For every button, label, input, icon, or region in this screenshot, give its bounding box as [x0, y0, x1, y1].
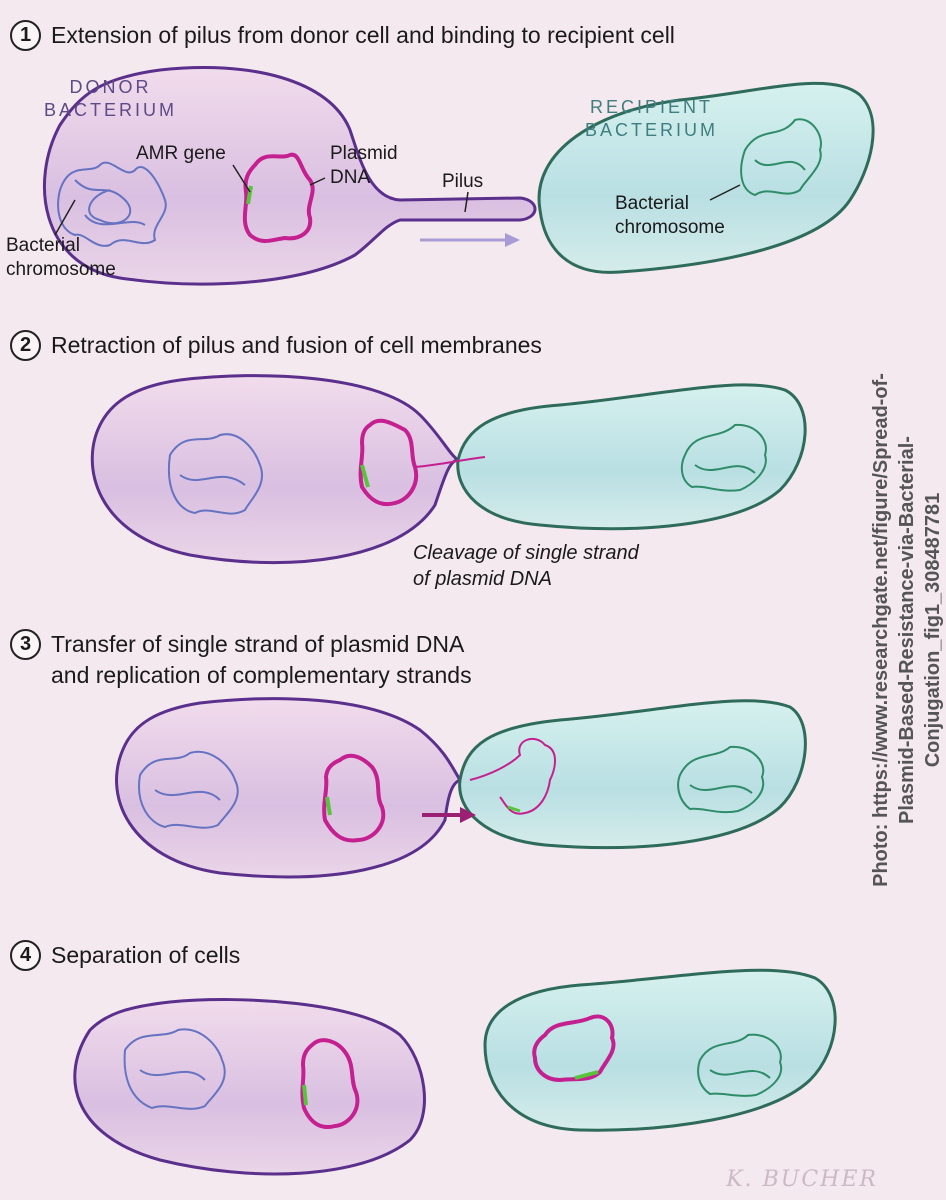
plasmid-1: [242, 152, 315, 243]
artist-signature: K. BUCHER: [726, 1167, 878, 1192]
step-4-text: Separation of cells: [51, 942, 241, 968]
step-3-heading: 3 Transfer of single strand of plasmid D…: [10, 629, 472, 691]
amr-gene-4: [302, 1084, 308, 1106]
panel-step-2: 2 Retraction of pilus and fusion of cell…: [0, 315, 912, 615]
donor-cell-3: [115, 697, 463, 879]
donor-cell-1: [43, 66, 537, 286]
cleavage-label: Cleavage of single strand of plasmid DNA: [413, 542, 639, 590]
step-4-heading: 4 Separation of cells: [10, 940, 240, 971]
donor-cell-2: [90, 374, 464, 565]
step-2-heading: 2 Retraction of pilus and fusion of cell…: [10, 330, 542, 361]
donor-chromosome-4: [123, 1028, 226, 1110]
new-gene-3: [507, 805, 521, 813]
step-3-text: Transfer of single strand of plasmid DNA…: [51, 631, 472, 688]
recipient-chromosome-2: [680, 423, 767, 492]
panel-step-3: 3 Transfer of single strand of plasmid D…: [0, 615, 912, 920]
recipient-cell-4: [483, 968, 837, 1132]
step-1-heading: 1 Extension of pilus from donor cell and…: [10, 20, 675, 51]
step-1-text: Extension of pilus from donor cell and b…: [51, 22, 675, 48]
plasmid-3: [322, 753, 386, 843]
photo-credit: Photo: https://www.researchgate.net/figu…: [870, 373, 944, 887]
plasmid-4: [300, 1038, 360, 1129]
plasmid-2: [358, 418, 419, 507]
recipient-chromosome-3: [677, 745, 765, 814]
amr-gene-1: [246, 185, 253, 205]
single-strand-2: [414, 456, 486, 468]
panel-2-illustration: [90, 374, 807, 565]
donor-chromosome-2: [167, 433, 263, 515]
plasmid-dna-label: Plasmid DNA: [330, 143, 398, 188]
panel-4-illustration: [73, 968, 837, 1176]
recipient-cell-1: [537, 81, 875, 274]
donor-chromosome-label: Bacterial chromosome: [6, 235, 116, 280]
recipient-plasmid-4: [532, 1014, 616, 1083]
transferred-strand-3: [469, 737, 556, 815]
panel-step-4: 4 Separation of cells: [0, 920, 912, 1200]
panel-3-illustration: [115, 697, 807, 879]
donor-bacterium-label: DONOR BACTERIUM: [44, 77, 178, 120]
recipient-chromosome-1: [740, 118, 822, 197]
recipient-chromosome-4: [697, 1033, 783, 1097]
amr-gene-2: [360, 464, 370, 488]
amr-gene-3: [325, 796, 332, 816]
donor-chromosome-1: [57, 161, 167, 247]
donor-chromosome-3: [138, 750, 239, 829]
recipient-cell-3: [458, 699, 807, 850]
pilus-label: Pilus: [442, 171, 484, 192]
recipient-amr-gene-4: [574, 1070, 599, 1080]
step-2-number: 2: [10, 330, 41, 361]
step-3-number: 3: [10, 629, 41, 660]
step-1-number: 1: [10, 20, 41, 51]
donor-cell-4: [73, 998, 426, 1176]
step-2-text: Retraction of pilus and fusion of cell m…: [51, 332, 542, 358]
panel-1-illustration: [43, 66, 875, 286]
recipient-cell-2: [456, 383, 807, 531]
panel-step-1: 1 Extension of pilus from donor cell and…: [0, 0, 912, 315]
amr-gene-label: AMR gene: [136, 143, 226, 164]
recipient-chromosome-label: Bacterial chromosome: [615, 193, 725, 238]
step-4-number: 4: [10, 940, 41, 971]
recipient-bacterium-label: RECIPIENT BACTERIUM: [585, 97, 719, 140]
